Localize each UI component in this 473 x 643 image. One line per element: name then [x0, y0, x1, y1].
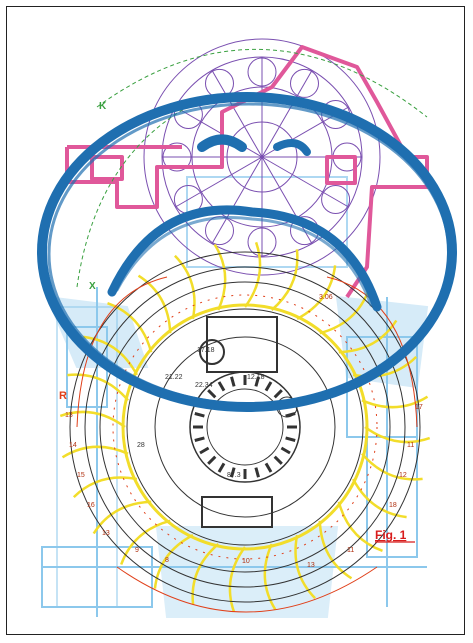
rose-spoke	[175, 156, 263, 208]
sunburst-ray	[294, 534, 316, 600]
svg-text:3.06: 3.06	[319, 294, 333, 301]
sunburst-ray	[120, 519, 171, 565]
gear-tooth	[194, 412, 205, 418]
svg-text:12.18: 12.18	[247, 374, 265, 381]
rose-petal	[290, 68, 319, 98]
rose-spoke	[211, 70, 263, 158]
figure-caption: Fig. 1	[375, 528, 407, 542]
gear-tooth	[230, 467, 236, 478]
svg-text:13: 13	[102, 530, 110, 537]
gear-tooth	[273, 389, 283, 399]
sunburst-ray	[137, 274, 172, 334]
gear-tooth	[194, 436, 205, 442]
sunburst-ray	[153, 533, 194, 589]
svg-text:15: 15	[77, 472, 85, 479]
svg-text:16: 16	[87, 502, 95, 509]
pink-section	[65, 45, 429, 299]
sunburst-ray	[59, 410, 126, 429]
svg-text:17: 17	[415, 404, 423, 411]
rose-spoke	[261, 156, 349, 208]
svg-text:11: 11	[407, 442, 414, 449]
svg-text:28: 28	[137, 442, 145, 449]
sunburst-ray	[191, 543, 220, 605]
rose-spoke	[261, 70, 313, 158]
gear-tooth	[217, 462, 226, 473]
svg-text:87.3: 87.3	[227, 472, 241, 479]
gear-tooth	[273, 455, 283, 465]
svg-text:10: 10	[242, 558, 250, 565]
svg-text:22.34: 22.34	[195, 382, 213, 389]
gear-tooth	[285, 436, 296, 442]
svg-text:18: 18	[389, 502, 397, 509]
sunburst-ray	[296, 265, 337, 321]
sunburst-ray	[361, 452, 423, 481]
svg-text:17.18: 17.18	[197, 347, 215, 354]
blue-ring	[37, 92, 457, 412]
svg-text:14: 14	[69, 442, 77, 449]
sunburst-ray	[351, 478, 407, 519]
sunburst-ray	[72, 476, 138, 498]
gear-tooth	[254, 467, 260, 478]
sunburst-ray	[83, 335, 139, 376]
sunburst-ray	[337, 501, 383, 552]
clock-mechanism	[69, 251, 421, 603]
numeric-labels: 13 14 15 16 13 17.18 21.22 22.34 87.3 12…	[65, 294, 423, 569]
figure-frame: R K X 13 14 15 16 13 17.18 21.22 22.34 8…	[6, 6, 465, 635]
svg-text:11: 11	[347, 547, 354, 554]
technical-overlay-diagram: R K X 13 14 15 16 13 17.18 21.22 22.34 8…	[37, 38, 457, 618]
svg-text:9: 9	[135, 547, 139, 554]
sunburst-ray	[270, 249, 299, 311]
gear-tooth	[264, 462, 273, 473]
svg-text:12: 12	[399, 472, 407, 479]
gear-tooth	[199, 446, 210, 455]
sunburst-ray	[61, 445, 129, 459]
sunburst-ray	[228, 546, 247, 613]
sunburst-ray	[213, 243, 227, 311]
sunburst-ray	[67, 373, 129, 402]
letter-k: K	[99, 101, 107, 112]
sunburst-ray	[361, 395, 429, 409]
gear-tooth	[264, 381, 273, 392]
red-arcs	[76, 276, 418, 613]
gear-tooth	[207, 389, 217, 399]
gear-tooth	[285, 412, 296, 418]
svg-text:13: 13	[65, 412, 73, 419]
rose-window	[143, 38, 381, 276]
rose-spoke	[175, 106, 263, 158]
green-arcs	[76, 49, 428, 288]
sunburst-ray	[243, 241, 262, 308]
gear-tooth	[254, 376, 260, 387]
sunburst-ray	[263, 543, 277, 611]
yellow-sunburst	[59, 241, 431, 613]
sunburst-ray	[107, 302, 153, 353]
letter-r: R	[59, 390, 67, 402]
sunburst-ray	[364, 425, 431, 444]
svg-text:13: 13	[307, 562, 315, 569]
gear-tooth	[207, 455, 217, 465]
gear-tooth	[230, 376, 236, 387]
sunburst-ray	[174, 254, 196, 320]
sunburst-ring	[121, 303, 369, 551]
letter-x: X	[89, 281, 96, 292]
gear-tooth	[217, 381, 226, 392]
sunburst-ray	[318, 520, 353, 580]
svg-text:21.22: 21.22	[165, 374, 183, 381]
gear-tooth	[280, 446, 291, 455]
rose-spoke	[211, 156, 263, 244]
sunburst-ray	[92, 500, 152, 535]
svg-text:8: 8	[165, 557, 169, 564]
rose-petal	[321, 185, 351, 214]
